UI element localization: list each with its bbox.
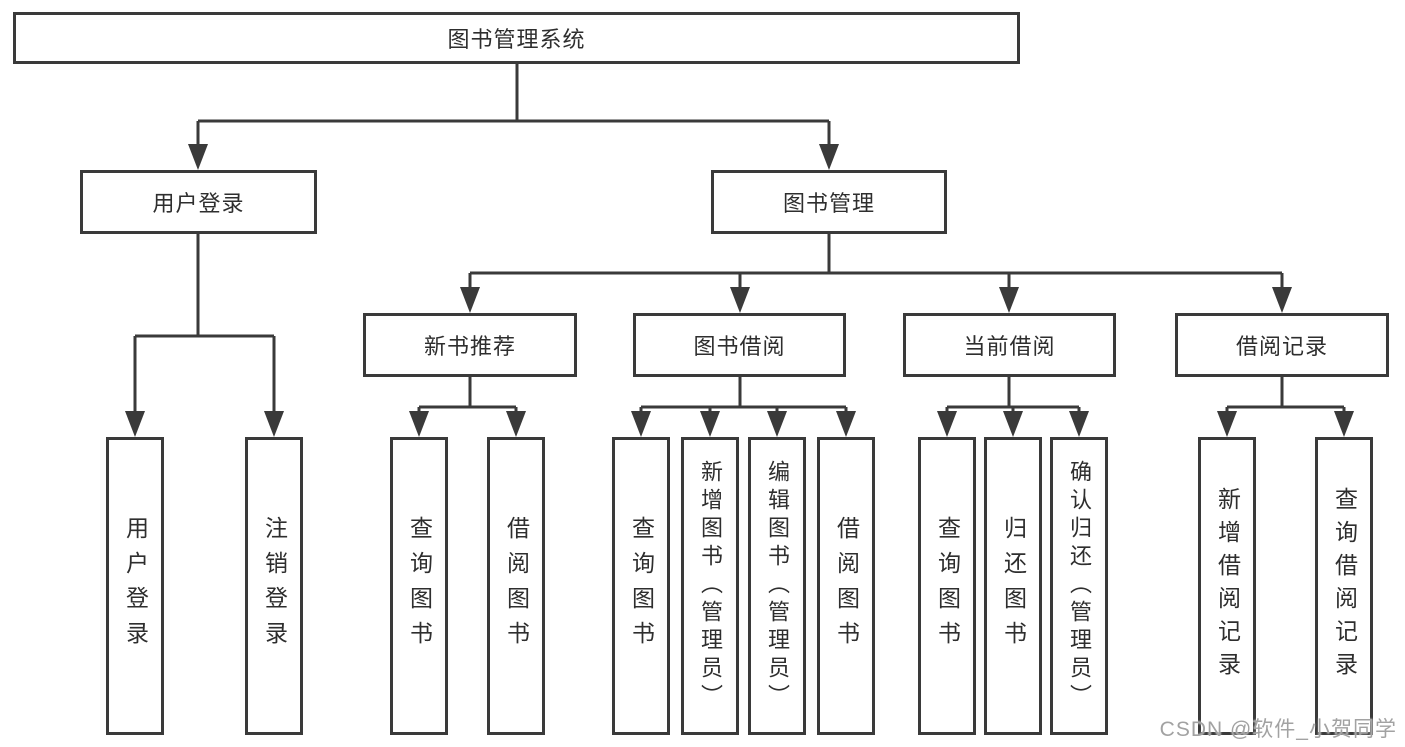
leaf-query-books-current: 查询图书	[918, 437, 976, 735]
node-current-borrowing: 当前借阅	[903, 313, 1116, 377]
leaf-label: 编辑图书（管理员）	[765, 460, 790, 712]
leaf-borrow-books-recommend: 借阅图书	[487, 437, 545, 735]
leaf-label: 查询图书	[628, 516, 655, 656]
leaf-confirm-return-admin: 确认归还（管理员）	[1050, 437, 1108, 735]
leaf-logout: 注销登录	[245, 437, 303, 735]
node-user-login: 用户登录	[80, 170, 317, 234]
leaf-add-borrow-record: 新增借阅记录	[1198, 437, 1256, 735]
leaf-query-books-recommend: 查询图书	[390, 437, 448, 735]
leaf-label: 确认归还（管理员）	[1067, 460, 1092, 712]
leaf-label: 注销登录	[261, 516, 288, 656]
leaf-label: 查询图书	[406, 516, 433, 656]
node-label: 新书推荐	[423, 334, 516, 359]
leaf-label: 查询图书	[934, 516, 961, 656]
leaf-add-books-admin: 新增图书（管理员）	[681, 437, 739, 735]
node-book-borrowing: 图书借阅	[633, 313, 846, 377]
leaf-label: 借阅图书	[503, 516, 530, 656]
node-book-management: 图书管理	[711, 170, 947, 234]
node-label: 图书借阅	[693, 334, 786, 359]
node-new-book-recommendation: 新书推荐	[363, 313, 577, 377]
leaf-query-borrow-record: 查询借阅记录	[1315, 437, 1373, 735]
leaf-user-login: 用户登录	[106, 437, 164, 735]
leaf-borrow-books-borrowing: 借阅图书	[817, 437, 875, 735]
leaf-query-books-borrowing: 查询图书	[612, 437, 670, 735]
watermark-text: CSDN @软件_小贺同学	[1159, 718, 1397, 741]
leaf-label: 新增借阅记录	[1214, 487, 1241, 685]
node-label: 图书管理	[782, 191, 875, 216]
node-label: 当前借阅	[963, 334, 1056, 359]
leaf-label: 用户登录	[122, 516, 149, 656]
leaf-label: 查询借阅记录	[1331, 487, 1358, 685]
arrowhead-icons	[125, 144, 1354, 437]
node-label: 图书管理系统	[447, 27, 586, 52]
leaf-edit-books-admin: 编辑图书（管理员）	[748, 437, 806, 735]
leaf-label: 归还图书	[1000, 516, 1027, 656]
leaf-label: 借阅图书	[833, 516, 860, 656]
node-label: 用户登录	[152, 191, 245, 216]
leaf-label: 新增图书（管理员）	[698, 460, 723, 712]
node-label: 借阅记录	[1235, 334, 1328, 359]
leaf-return-books: 归还图书	[984, 437, 1042, 735]
node-root-system: 图书管理系统	[13, 12, 1020, 64]
node-borrowing-records: 借阅记录	[1175, 313, 1389, 377]
